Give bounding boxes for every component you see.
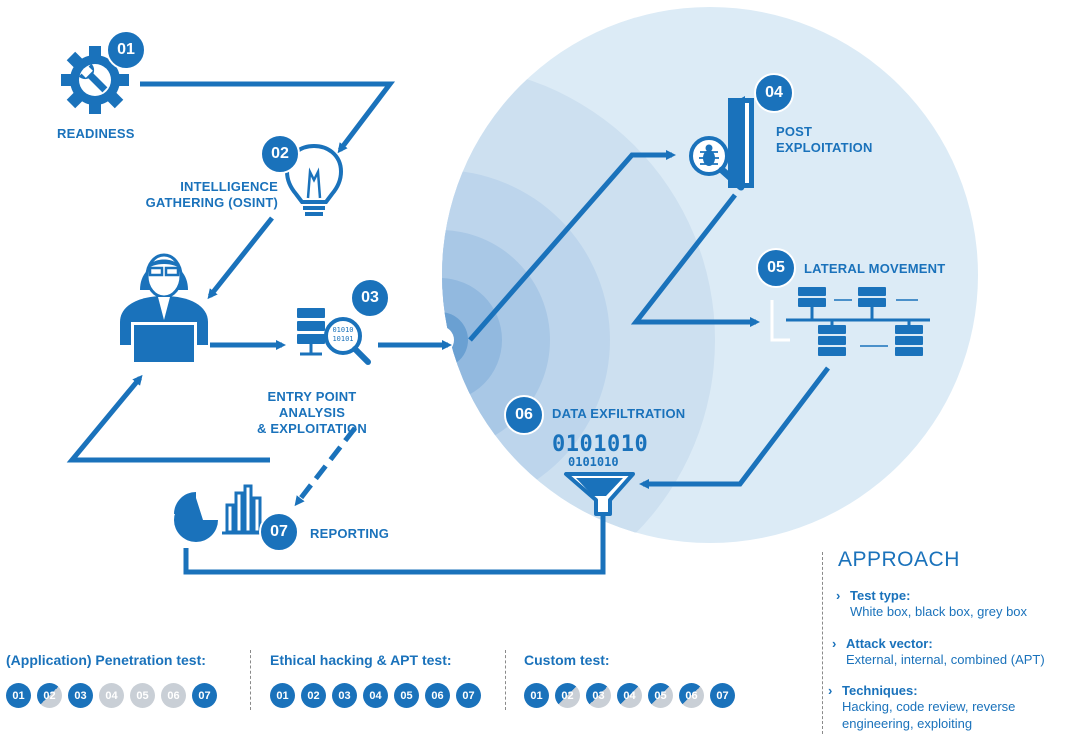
- step-03-number: 03: [350, 278, 390, 318]
- step-badge-01: 01: [524, 683, 549, 708]
- step-05-number: 05: [756, 248, 796, 288]
- test-custom-title: Custom test:: [524, 652, 610, 668]
- ripple-circle-4: [442, 278, 502, 402]
- arrow-03-07-dashed: [294, 426, 357, 507]
- step-badge-01: 01: [6, 683, 31, 708]
- step-badge-02: 02: [555, 683, 580, 708]
- step-05-label: LATERAL MOVEMENT: [804, 261, 946, 276]
- chevron-right-icon: ›: [836, 588, 841, 603]
- approach-test-type-value: White box, black box, grey box: [850, 604, 1028, 619]
- network-servers-icon: [770, 287, 930, 356]
- arrow-01-02: [140, 81, 396, 154]
- approach-divider: [822, 552, 823, 734]
- step-badge-05: 05: [648, 683, 673, 708]
- hacker-laptop-icon: [120, 253, 208, 362]
- step-badge-04: 04: [617, 683, 642, 708]
- funnel-icon: [564, 472, 635, 516]
- approach-techniques-head: Techniques:: [842, 683, 918, 698]
- arrow-06-07: [183, 510, 606, 575]
- arrow-02-pc: [207, 216, 274, 300]
- step-badge-07: 07: [456, 683, 481, 708]
- binary-text-large: 0101010: [552, 432, 649, 457]
- step-01-number: 01: [106, 30, 146, 70]
- step-06-label: DATA EXFILTRATION: [552, 406, 686, 421]
- approach-test-type-head: Test type:: [850, 588, 911, 603]
- step-badge-02: 02: [301, 683, 326, 708]
- svg-text:10101: 10101: [332, 335, 353, 343]
- test-divider-2: [505, 650, 506, 710]
- test-application-pentest-title: (Application) Penetration test:: [6, 652, 206, 668]
- step-badge-05: 05: [130, 683, 155, 708]
- arrow-05-06: [639, 366, 830, 489]
- approach-techniques-value: Hacking, code review, reverse engineerin…: [842, 699, 1016, 731]
- step-badge-06: 06: [425, 683, 450, 708]
- chevron-right-icon: ›: [828, 683, 833, 698]
- step-badge-03: 03: [332, 683, 357, 708]
- approach-attack-vector-head: Attack vector:: [846, 636, 933, 651]
- server-search-icon: 01010 10101: [297, 308, 371, 365]
- binary-text-small: 0101010: [568, 455, 619, 469]
- approach-test-type: › Test type: White box, black box, grey b…: [836, 588, 1027, 620]
- step-07-label: REPORTING: [310, 526, 390, 541]
- step-badge-06: 06: [679, 683, 704, 708]
- approach-attack-vector: › Attack vector: External, internal, comb…: [832, 636, 1045, 668]
- step-badge-03: 03: [68, 683, 93, 708]
- step-04-number: 04: [754, 73, 794, 113]
- arrow-hole-04: [468, 150, 676, 342]
- step-03-label: ENTRY POINT ANALYSIS& EXPLOITATION: [257, 389, 367, 436]
- step-06-number: 06: [504, 395, 544, 435]
- step-02-number: 02: [260, 134, 300, 174]
- step-badge-03: 03: [586, 683, 611, 708]
- step-badge-07: 07: [710, 683, 735, 708]
- svg-text:01010: 01010: [332, 326, 353, 334]
- pie-chart-icon: [174, 484, 266, 542]
- step-badge-07: 07: [192, 683, 217, 708]
- test-ethical-hacking-title: Ethical hacking & APT test:: [270, 652, 452, 668]
- step-badge-01: 01: [270, 683, 295, 708]
- arrow-04-05: [630, 193, 760, 327]
- chevron-right-icon: ›: [832, 636, 837, 651]
- step-badge-05: 05: [394, 683, 419, 708]
- test-divider-1: [250, 650, 251, 710]
- approach-attack-vector-value: External, internal, combined (APT): [846, 652, 1045, 667]
- arrow-07-pc: [66, 374, 270, 463]
- ripple-circle-3: [442, 230, 550, 450]
- entry-hole: [426, 326, 454, 354]
- step-badge-04: 04: [99, 683, 124, 708]
- step-badge-04: 04: [363, 683, 388, 708]
- gear-wrench-icon: [61, 46, 129, 114]
- step-badge-06: 06: [161, 683, 186, 708]
- step-01-label: READINESS: [57, 126, 135, 141]
- approach-techniques: › Techniques: Hacking, code review, rever…: [828, 683, 1064, 732]
- step-badge-02: 02: [37, 683, 62, 708]
- ripple-circle-5: [442, 312, 468, 368]
- door-bug-icon: [689, 96, 754, 191]
- step-07-number: 07: [259, 512, 299, 552]
- approach-title: APPROACH: [838, 548, 960, 571]
